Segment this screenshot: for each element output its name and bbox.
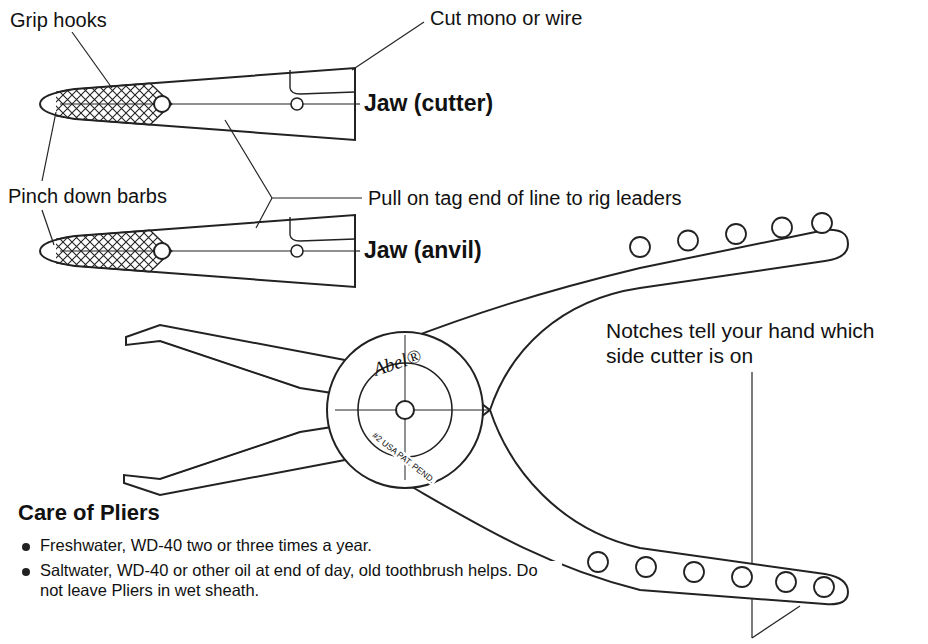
drawing-stroke <box>126 325 345 395</box>
notch-hole <box>588 552 608 572</box>
drawing-stroke <box>124 425 345 495</box>
part-label: Grip hooks <box>8 8 109 32</box>
notch-hole <box>726 224 746 244</box>
drawing-stroke <box>225 120 362 198</box>
notch-hole <box>678 231 698 251</box>
notch-hole <box>732 567 752 587</box>
drawing-stroke <box>40 211 355 291</box>
jaw-label-lines <box>355 104 360 251</box>
pliers-jaws <box>124 325 345 495</box>
cutter-jaw <box>40 64 355 144</box>
drawing-stroke <box>22 568 30 576</box>
anvil-jaw <box>40 211 355 291</box>
part-label: Pinch down barbs <box>6 184 169 208</box>
drawing-stroke <box>160 432 300 479</box>
notch-hole <box>630 237 650 257</box>
drawing-stroke <box>72 32 112 88</box>
notch-hole <box>636 557 656 577</box>
drawing-stroke <box>256 198 272 228</box>
care-note: Saltwater, WD-40 or other oil at end of … <box>38 561 562 601</box>
drawing-stroke <box>42 112 56 181</box>
drawing-stroke <box>22 543 30 551</box>
drawing-stroke <box>355 250 360 251</box>
jaw-label: Jaw (anvil) <box>362 237 484 265</box>
notch-hole <box>684 562 704 582</box>
drawing-stroke <box>160 341 300 388</box>
drawing-stroke <box>396 401 414 419</box>
drawing-stroke <box>40 64 355 144</box>
notch-hole <box>812 213 832 233</box>
note-label: Notches tell your hand which side cutter… <box>604 318 908 368</box>
care-note: Freshwater, WD-40 two or three times a y… <box>38 536 374 556</box>
notch-hole <box>772 218 792 238</box>
bullets <box>22 543 30 576</box>
part-label: Pull on tag end of line to rig leaders <box>366 186 684 210</box>
section-heading: Care of Pliers <box>16 500 162 526</box>
jaw-label: Jaw (cutter) <box>362 90 495 118</box>
hinge <box>327 332 490 488</box>
part-label: Cut mono or wire <box>428 6 584 30</box>
notch-hole <box>776 572 796 592</box>
notch-hole <box>814 577 834 597</box>
drawing-stroke <box>355 103 360 104</box>
drawing-stroke <box>42 210 54 245</box>
notch-holes <box>588 213 834 597</box>
drawing-stroke <box>352 22 424 70</box>
drawing-stroke <box>752 606 800 638</box>
